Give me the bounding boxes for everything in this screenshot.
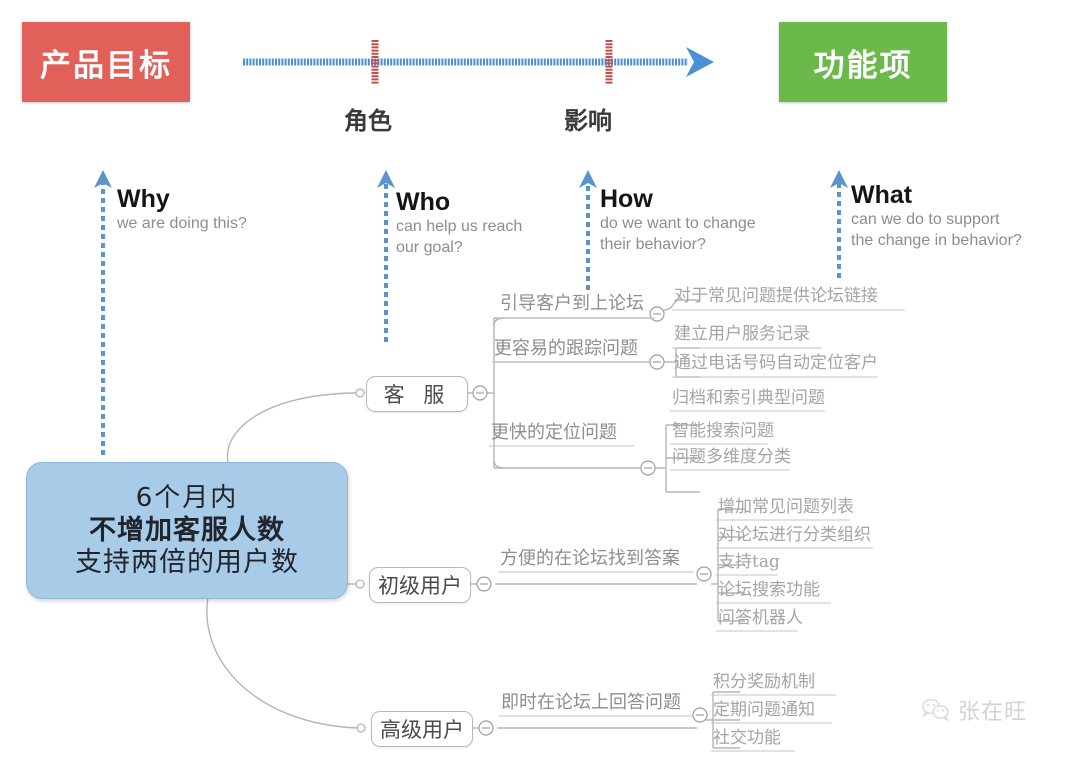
goal-line-1: 6个月内 (135, 483, 239, 514)
spectrum-label-role: 角色 (344, 107, 392, 135)
spectrum-arrow (243, 40, 714, 84)
question-title-how: How (600, 185, 653, 213)
spectrum-label-impact: 影响 (564, 107, 612, 135)
leaf-adv-c1[interactable]: 即时在论坛上回答问题 (501, 692, 681, 713)
leaf-basic-c1-l4[interactable]: 论坛搜索功能 (718, 580, 820, 600)
question-subtitle-what: can we do to support the change in behav… (851, 211, 1022, 249)
leaf-cs-c1-l1[interactable]: 对于常见问题提供论坛链接 (674, 286, 878, 306)
leaf-basic-c1-l1[interactable]: 增加常见问题列表 (718, 497, 854, 517)
goal-line-3: 支持两倍的用户数 (75, 546, 299, 578)
watermark-text: 张在旺 (958, 700, 1028, 725)
root-branch-joints (355, 388, 366, 733)
cs-subtree-wires (466, 299, 700, 493)
root-goal-node[interactable]: 6个月内 不增加客服人数 支持两倍的用户数 (26, 462, 348, 599)
leaf-cs-c3-l2[interactable]: 智能搜索问题 (672, 421, 774, 441)
branch-node-advanced-user[interactable]: 高级用户 (371, 711, 473, 747)
question-subtitle-why: we are doing this? (117, 215, 247, 233)
question-title-what: What (851, 181, 913, 209)
watermark: 张在旺 (921, 694, 1027, 726)
question-subtitle-who: can help us reach our goal? (396, 218, 523, 256)
leaf-cs-c1[interactable]: 引导客户到上论坛 (500, 293, 644, 314)
cs-collapse-toggles[interactable] (472, 306, 665, 476)
leaf-cs-c3[interactable]: 更快的定位问题 (491, 422, 617, 443)
leaf-basic-c1[interactable]: 方便的在论坛找到答案 (500, 548, 680, 569)
feature-item-tag[interactable]: 功能项 (779, 22, 947, 102)
wechat-icon (922, 698, 950, 722)
leaf-cs-c3-l1[interactable]: 归档和索引典型问题 (672, 388, 825, 408)
leaf-cs-c3-l3[interactable]: 问题多维度分类 (672, 447, 791, 467)
leaf-cs-c2-l2[interactable]: 通过电话号码自动定位客户 (674, 353, 878, 373)
question-subtitle-how: do we want to change their behavior? (600, 215, 756, 253)
leaf-basic-c1-l2[interactable]: 对论坛进行分类组织 (718, 525, 871, 545)
basic-collapse-toggles[interactable] (476, 566, 712, 592)
branch-node-customer-service[interactable]: 客 服 (366, 376, 468, 412)
leaf-basic-c1-l5[interactable]: 问答机器人 (718, 608, 803, 628)
question-block-who: Who can help us reach our goal? (396, 189, 522, 258)
question-block-why: Why we are doing this? (117, 186, 247, 235)
question-block-how: How do we want to change their behavior? (600, 186, 756, 255)
question-title-why: Why (117, 185, 170, 213)
leaf-basic-c1-l3[interactable]: 支持tag (718, 552, 780, 572)
branch-node-basic-user[interactable]: 初级用户 (369, 567, 471, 603)
leaf-cs-c2[interactable]: 更容易的跟踪问题 (494, 338, 638, 359)
leaf-adv-c1-l1[interactable]: 积分奖励机制 (713, 672, 815, 692)
leaf-adv-c1-l2[interactable]: 定期问题通知 (713, 700, 815, 720)
leaf-adv-c1-l3[interactable]: 社交功能 (713, 728, 781, 748)
goal-line-2: 不增加客服人数 (89, 514, 285, 546)
leaf-cs-c2-l1[interactable]: 建立用户服务记录 (674, 324, 810, 344)
product-goal-tag[interactable]: 产品目标 (22, 22, 190, 102)
question-block-what: What can we do to support the change in … (851, 182, 1022, 251)
question-title-who: Who (396, 188, 451, 216)
